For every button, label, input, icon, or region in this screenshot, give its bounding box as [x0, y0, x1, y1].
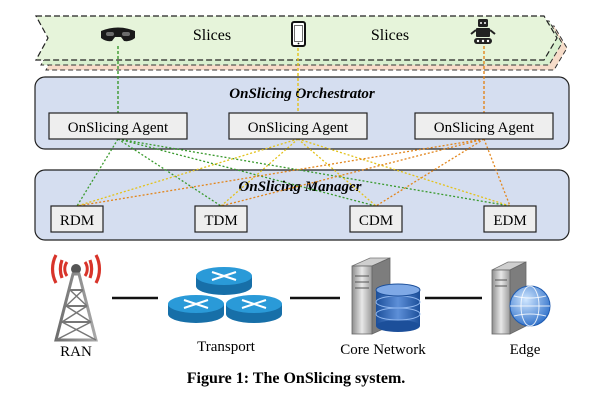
- tdm-box: TDM: [194, 205, 248, 233]
- vr-headset-icon: [101, 27, 135, 42]
- robot-icon: [470, 19, 496, 44]
- agent-boxes: OnSlicing Agent OnSlicing Agent OnSlicin…: [48, 112, 554, 140]
- manager-panel: OnSlicing Manager: [34, 169, 570, 241]
- edm-label: EDM: [493, 213, 526, 229]
- slices-band: Slices Slices: [34, 15, 568, 71]
- router-icon: [168, 295, 224, 323]
- edge-label: Edge: [510, 342, 541, 358]
- core-network-icon: [351, 257, 421, 335]
- figure-caption: Figure 1: The OnSlicing system.: [186, 370, 406, 387]
- onslicing-agent-2: OnSlicing Agent: [228, 112, 368, 140]
- agent-to-manager-lines: [76, 138, 511, 207]
- onslicing-agent-1: OnSlicing Agent: [48, 112, 188, 140]
- router-icon: [226, 295, 282, 323]
- edm-box: EDM: [483, 205, 537, 233]
- rdm-box: RDM: [50, 205, 104, 233]
- cdm-label: CDM: [359, 213, 393, 229]
- ran-label: RAN: [60, 344, 92, 360]
- slices-label-right: Slices: [371, 27, 409, 44]
- rdm-label: RDM: [60, 213, 94, 229]
- agent-3-label: OnSlicing Agent: [434, 120, 535, 136]
- transport-label: Transport: [197, 339, 256, 355]
- core-network-label: Core Network: [340, 342, 426, 358]
- smartphone-icon: [291, 21, 306, 47]
- agent-1-label: OnSlicing Agent: [68, 120, 169, 136]
- database-icon: [375, 283, 421, 332]
- orchestrator-title: OnSlicing Orchestrator: [229, 86, 375, 102]
- manager-title: OnSlicing Manager: [239, 179, 362, 195]
- globe-icon: [509, 285, 551, 327]
- slice-to-agent-lines: [117, 46, 485, 113]
- ran-tower-icon: [51, 254, 101, 342]
- tdm-label: TDM: [204, 213, 237, 229]
- domain-manager-boxes: RDM TDM CDM EDM: [50, 205, 537, 233]
- router-icon: [196, 267, 252, 295]
- cdm-box: CDM: [349, 205, 403, 233]
- transport-routers-icon: [168, 267, 282, 323]
- agent-2-label: OnSlicing Agent: [248, 120, 349, 136]
- slices-label-left: Slices: [193, 27, 231, 44]
- onslicing-agent-3: OnSlicing Agent: [414, 112, 554, 140]
- edge-icon: [491, 261, 551, 335]
